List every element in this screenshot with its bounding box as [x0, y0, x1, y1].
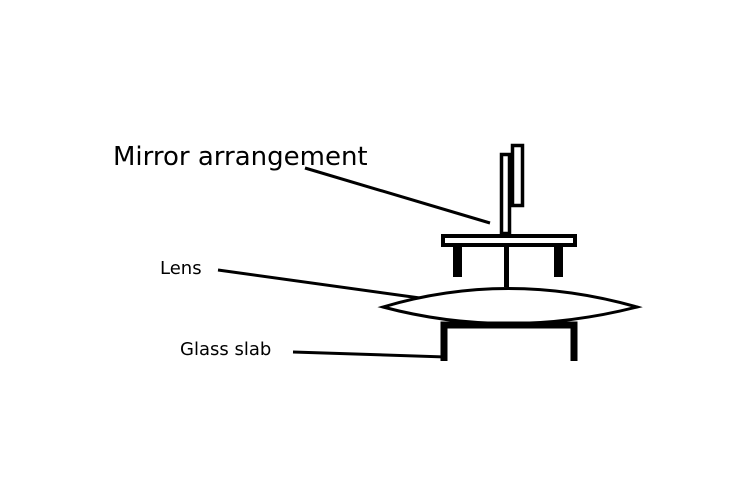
mirror-leader-line: [304, 166, 491, 225]
glass-slab-label: Glass slab: [180, 339, 271, 360]
lens-leader-line: [217, 268, 421, 300]
center-rod: [504, 247, 509, 287]
lens: [377, 287, 643, 325]
platform: [441, 234, 577, 247]
platform-leg-right: [554, 247, 563, 277]
platform-leg-left: [453, 247, 462, 277]
glass-slab: [440, 321, 578, 361]
mirror-2: [510, 143, 525, 208]
glass-slab-leader-line: [292, 340, 447, 359]
mirror-label: Mirror arrangement: [113, 142, 368, 172]
mirror-1: [499, 152, 512, 236]
lens-label: Lens: [160, 258, 202, 279]
